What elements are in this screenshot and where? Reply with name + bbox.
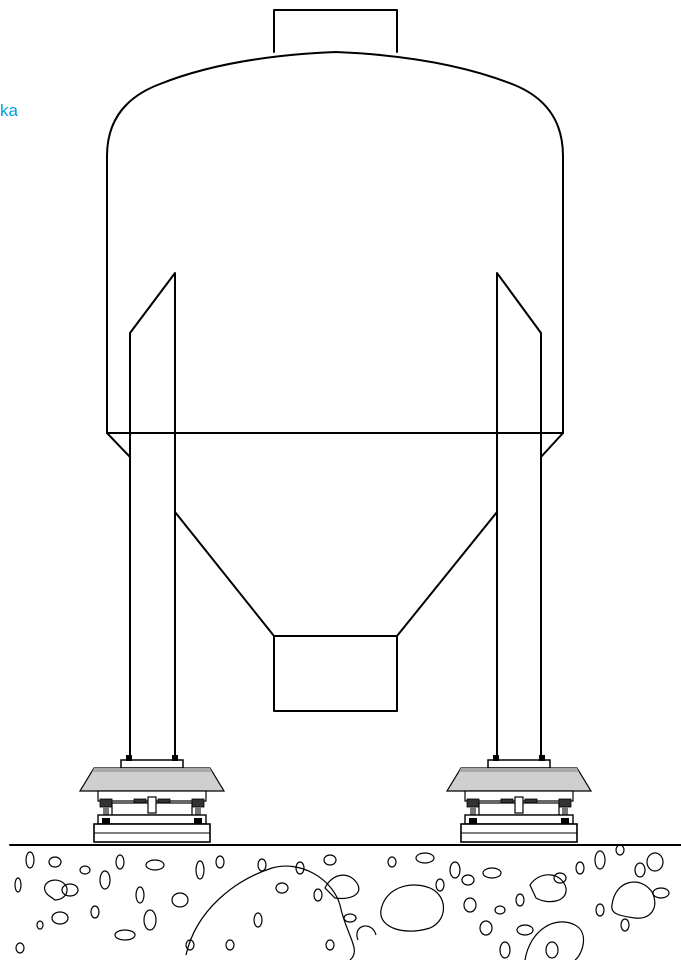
silo-icon (106, 9, 564, 761)
aggregate-pebble (482, 867, 502, 879)
module-base-top (97, 814, 207, 825)
aggregate-pebble (99, 870, 111, 890)
aggregate-pebble (634, 862, 646, 878)
aggregate-pebble (114, 929, 136, 941)
aggregate-pebble (387, 856, 397, 868)
module-stud (103, 807, 109, 815)
aggregate-pebble (51, 911, 69, 925)
concrete-aggregate (14, 844, 670, 960)
aggregate-pebble (36, 920, 44, 930)
concrete-ground-icon (9, 844, 681, 960)
aggregate-pebble (325, 939, 335, 951)
silo-outlet (273, 635, 398, 712)
aggregate-pebble (553, 872, 567, 884)
aggregate-pebble (494, 905, 506, 915)
aggregate-pebble (143, 909, 157, 931)
aggregate-pebble (575, 861, 585, 875)
load-cell-pin (514, 796, 524, 814)
aggregate-pebble (145, 859, 165, 871)
aggregate-pebble (171, 892, 189, 908)
aggregate-pebble (135, 886, 145, 904)
aggregate-pebble (463, 897, 477, 913)
leg-right-bracket (496, 272, 542, 761)
aggregate-pebble (79, 865, 91, 875)
aggregate-pebble (545, 941, 559, 959)
leg-left-bracket (129, 272, 176, 761)
aggregate-pebble (275, 882, 289, 894)
module-bolt (172, 755, 178, 761)
module-nut (466, 798, 480, 808)
module-top-plate (487, 759, 551, 769)
aggregate-stone (611, 881, 656, 919)
aggregate-pebble (595, 903, 605, 917)
aggregate-pebble (195, 860, 205, 880)
aggregate-pebble (646, 852, 664, 872)
aggregate-pebble (14, 877, 22, 893)
aggregate-stone (43, 879, 68, 901)
silo-cone (174, 511, 498, 637)
aggregate-pebble (516, 924, 534, 936)
module-nut (99, 798, 113, 808)
module-top-plate (120, 759, 184, 769)
aggregate-stone (529, 874, 567, 903)
module-base-top (464, 814, 574, 825)
module-nut (558, 798, 572, 808)
aggregate-pebble (15, 942, 25, 954)
aggregate-pebble (115, 854, 125, 870)
aggregate-stone (356, 925, 377, 941)
aggregate-pebble (25, 851, 35, 869)
aggregate-pebble (461, 874, 475, 886)
silo-dome (106, 51, 564, 157)
aggregate-pebble (61, 883, 79, 897)
load-cell-module-icon (78, 755, 226, 843)
aggregate-pebble (343, 913, 357, 923)
aggregate-pebble (253, 912, 263, 928)
module-base-bolt (194, 818, 202, 824)
module-stud (195, 807, 201, 815)
callout-label: ka (0, 101, 18, 120)
aggregate-pebble (594, 850, 606, 870)
aggregate-pebble (515, 893, 525, 907)
aggregate-pebble (313, 888, 323, 902)
module-stud (470, 807, 476, 815)
aggregate-pebble (90, 905, 100, 919)
aggregate-stone (524, 921, 585, 960)
module-pad-shade (92, 768, 212, 772)
aggregate-pebble (415, 852, 435, 864)
module-bolt (126, 755, 132, 761)
module-bolt (539, 755, 545, 761)
aggregate-pebble (323, 854, 337, 866)
aggregate-pebble (48, 856, 62, 868)
aggregate-pebble (295, 861, 305, 875)
module-stud (562, 807, 568, 815)
aggregate-pebble (225, 939, 235, 951)
aggregate-pebble (257, 858, 267, 872)
module-base-bolt (469, 818, 477, 824)
silo-inlet (273, 9, 398, 53)
leg-left-gusset (106, 432, 131, 458)
aggregate-pebble (499, 941, 511, 959)
module-base-bolt (561, 818, 569, 824)
module-pad-shade (459, 768, 579, 772)
module-base-bolt (102, 818, 110, 824)
load-cell-pin (147, 796, 157, 814)
module-nut (191, 798, 205, 808)
aggregate-pebble (449, 861, 461, 879)
aggregate-pebble (615, 844, 625, 856)
leg-right-gusset (540, 432, 564, 458)
aggregate-pebble (652, 887, 670, 899)
module-bolt (493, 755, 499, 761)
aggregate-stone (324, 874, 360, 900)
aggregate-pebble (215, 855, 225, 869)
load-cell-module-icon (445, 755, 593, 843)
aggregate-pebble (435, 878, 445, 892)
aggregate-stone (380, 884, 445, 932)
aggregate-pebble (479, 920, 493, 936)
aggregate-pebble (620, 918, 630, 932)
aggregate-stone (185, 865, 355, 960)
